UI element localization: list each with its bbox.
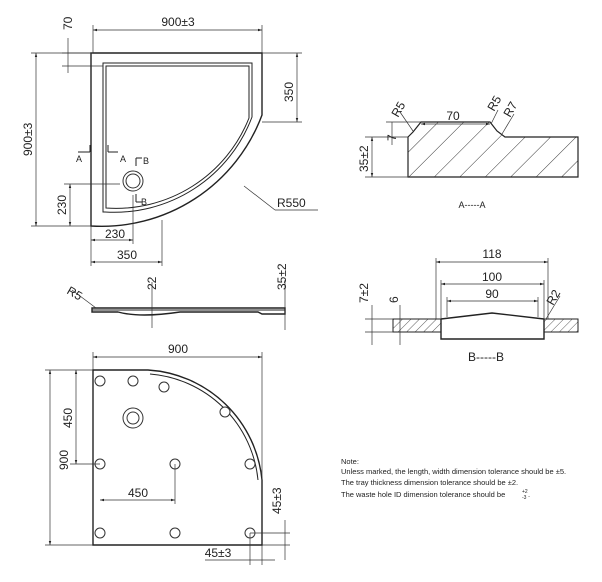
plan-bottom-width-label: 350	[117, 248, 137, 262]
section-bb-flange-right	[543, 318, 579, 333]
section-bb-title: B-----B	[468, 350, 504, 364]
side-depth-label: 22	[145, 276, 159, 290]
section-aa-width-label: 70	[446, 109, 460, 123]
section-aa-title: A-----A	[459, 200, 486, 210]
section-bb-outer-label: 118	[482, 247, 501, 261]
plan-inner-outline	[102, 62, 253, 213]
section-aa-r7-label: R7	[500, 99, 520, 120]
bottom-waste-hole-inner	[126, 411, 140, 425]
bottom-half-height-label: 450	[61, 408, 75, 428]
section-bb-height-label: 7±2	[357, 283, 371, 303]
plan-waste-hole-inner	[125, 173, 141, 189]
notes-heading: Note:	[341, 457, 359, 466]
bottom-foot-v-label: 45±3	[270, 487, 284, 514]
foot	[244, 458, 256, 470]
plan-straight-label: 350	[282, 82, 296, 102]
section-bb-radius-leader	[545, 295, 561, 320]
side-view: R5 22 35±2	[65, 263, 289, 330]
section-bb: 7±2 6 118 100 90 R2 B-----B	[357, 247, 579, 364]
bottom-foot-h-label: 45±3	[205, 546, 232, 560]
side-height-label: 35±2	[275, 263, 289, 290]
section-bb-depth-label: 6	[387, 296, 401, 303]
plan-rim-label: 70	[61, 16, 75, 30]
notes-tol-upper: +2	[522, 489, 528, 495]
foot	[94, 527, 106, 539]
section-aa: 35±2 7 R5 70 R5 R7 A-----A	[357, 93, 579, 210]
section-aa-r5b-leader	[490, 109, 499, 125]
section-aa-r5-label: R5	[388, 99, 408, 120]
notes: Note: Unless marked, the length, width d…	[341, 457, 566, 501]
notes-line-3: The waste hole ID dimension tolerance sh…	[341, 490, 505, 499]
section-b-top-label: B	[143, 156, 149, 166]
bottom-half-width-label: 450	[128, 486, 148, 500]
notes-line-3-end: .	[528, 490, 530, 499]
foot	[158, 381, 170, 393]
section-aa-rim-label: 7	[385, 134, 399, 141]
bottom-feet	[94, 375, 256, 539]
section-aa-height-label: 35±2	[357, 145, 371, 172]
section-aa-r5b-label: R5	[484, 93, 504, 114]
notes-line-2: The tray thickness dimension tolerance s…	[341, 478, 518, 487]
plan-radius-label: R550	[277, 196, 306, 210]
section-b-bottom-label: B	[141, 197, 147, 207]
side-radius-leader	[71, 289, 97, 309]
bottom-view: 900 900 450 450 45±3 45±3	[45, 342, 290, 565]
section-bb-mid-label: 100	[482, 270, 502, 284]
plan-radius-leader	[243, 185, 276, 211]
section-bb-inner-label: 90	[485, 287, 499, 301]
section-aa-body	[407, 121, 579, 178]
section-bb-waste-profile	[440, 312, 545, 340]
side-profile	[91, 307, 286, 316]
plan-inner-outline-2	[105, 65, 250, 209]
section-aa-r7-leader	[501, 113, 515, 135]
notes-tol-lower: -3	[522, 495, 527, 501]
foot	[94, 375, 106, 387]
section-aa-r5-leader	[399, 111, 414, 132]
plan-width-label: 900±3	[161, 15, 195, 29]
section-a-right-label: A	[120, 154, 126, 164]
plan-bottom-offset-label: 230	[55, 195, 69, 215]
plan-view: 900±3 70 900±3 350 230 230 350 R550	[21, 15, 318, 266]
plan-height-label: 900±3	[21, 122, 35, 156]
bottom-outline	[92, 369, 263, 546]
plan-waste-x-label: 230	[105, 227, 125, 241]
section-bb-radius-label: R2	[543, 287, 563, 308]
foot	[169, 527, 181, 539]
plan-outer-outline	[90, 52, 263, 228]
bottom-width-label: 900	[168, 342, 188, 356]
foot	[127, 375, 139, 387]
side-radius-label: R5	[65, 283, 86, 303]
bottom-height-label: 900	[57, 450, 71, 470]
foot	[219, 406, 231, 418]
section-a-left-label: A	[76, 154, 82, 164]
notes-line-1: Unless marked, the length, width dimensi…	[341, 467, 566, 476]
